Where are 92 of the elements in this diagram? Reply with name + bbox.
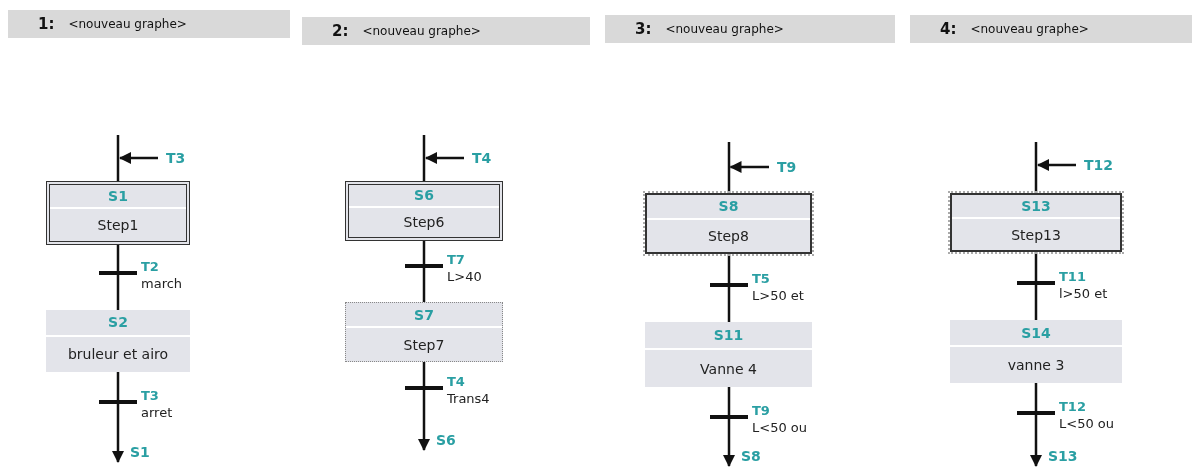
arrow [119,152,158,164]
transition-bar [710,283,748,287]
transition-condition: L>50 et [752,288,804,304]
transition-reference: T4 [464,149,492,167]
step-number: S7 [346,303,502,329]
graph-header-band [910,15,1192,43]
transition-condition: arret [141,405,173,421]
graph-name: <nouveau graphe> [68,17,187,31]
edge-label: S13 [1048,448,1078,464]
step-number: S11 [645,322,812,350]
arrow [729,161,769,173]
connector-line [727,287,731,322]
transition-bar [1017,281,1055,285]
step-box [950,193,1122,252]
arrow [723,419,735,467]
transition-reference: T3 [158,149,186,167]
edge-label: S8 [741,448,761,464]
transition-name: T3 [141,388,159,404]
transition-condition: march [141,276,183,292]
arrow [1030,415,1042,467]
step-box [645,322,812,387]
transition-reference: T12 [1076,156,1114,174]
transition-reference: T9 [769,158,797,176]
transition-bar [1017,411,1055,415]
graph-number: 2: [332,22,349,40]
transition-name: T12 [1059,399,1086,415]
step-number: S1 [50,185,186,210]
graph-name: <nouveau graphe> [362,24,481,38]
transition-condition: L>40 [447,269,482,285]
connector-line [116,275,120,310]
step-box [46,310,190,372]
connector-line [1034,252,1038,281]
connector-line [116,372,120,400]
step-action: Step8 [707,226,750,246]
step-number: S8 [647,195,810,220]
transition-condition: l>50 et [1059,286,1108,302]
transition-bar [405,264,443,268]
transition-bar [710,415,748,419]
step-action: Step6 [402,213,446,233]
transition-name: T4 [447,374,465,390]
step-box [46,181,190,245]
connector-line [727,387,731,415]
transition-condition: Trans4 [447,391,490,407]
connector-line [727,254,731,283]
graph-name: <nouveau graphe> [970,22,1089,36]
step-action: Step7 [402,335,446,355]
connector-line [1034,285,1038,320]
arrow [1037,159,1076,171]
step-box [345,181,503,241]
step-box [950,320,1122,383]
graph-number: 3: [635,20,652,38]
step-number: S2 [46,310,190,337]
graph-number: 4: [940,20,957,38]
edge-label: S6 [436,432,456,448]
connector-line [727,142,731,193]
graph-header-band [302,17,590,45]
step-number: S14 [950,320,1122,348]
step-action: Step13 [1010,225,1062,245]
step-action: vanne 3 [1006,356,1066,376]
step-action: bruleur et airo [66,345,170,365]
step-action: Step1 [96,216,140,236]
arrow [112,404,124,463]
transition-condition: L<50 ou [752,420,807,436]
graph-header-band [8,10,290,38]
transition-name: T11 [1059,269,1086,285]
transition-name: T2 [141,259,159,275]
step-number: S6 [349,185,499,208]
transition-name: T9 [752,403,770,419]
connector-line [422,135,426,181]
step-box [345,302,503,362]
connector-line [116,135,120,181]
connector-line [422,268,426,302]
step-box [645,193,812,254]
connector-line [116,245,120,271]
transition-bar [99,400,137,404]
graph-name: <nouveau graphe> [665,22,784,36]
arrow [418,390,430,451]
arrow [425,152,464,164]
connector-line [1034,142,1038,193]
connector-line [422,241,426,264]
transition-bar [99,271,137,275]
connector-line [422,362,426,386]
step-action: Vanne 4 [699,359,758,379]
step-number: S13 [952,195,1120,219]
connector-line [1034,383,1038,411]
transition-name: T5 [752,271,770,287]
transition-condition: L<50 ou [1059,416,1114,432]
edge-label: S1 [130,444,150,460]
graph-number: 1: [38,15,55,33]
graph-header-band [605,15,895,43]
transition-bar [405,386,443,390]
transition-name: T7 [447,252,465,268]
